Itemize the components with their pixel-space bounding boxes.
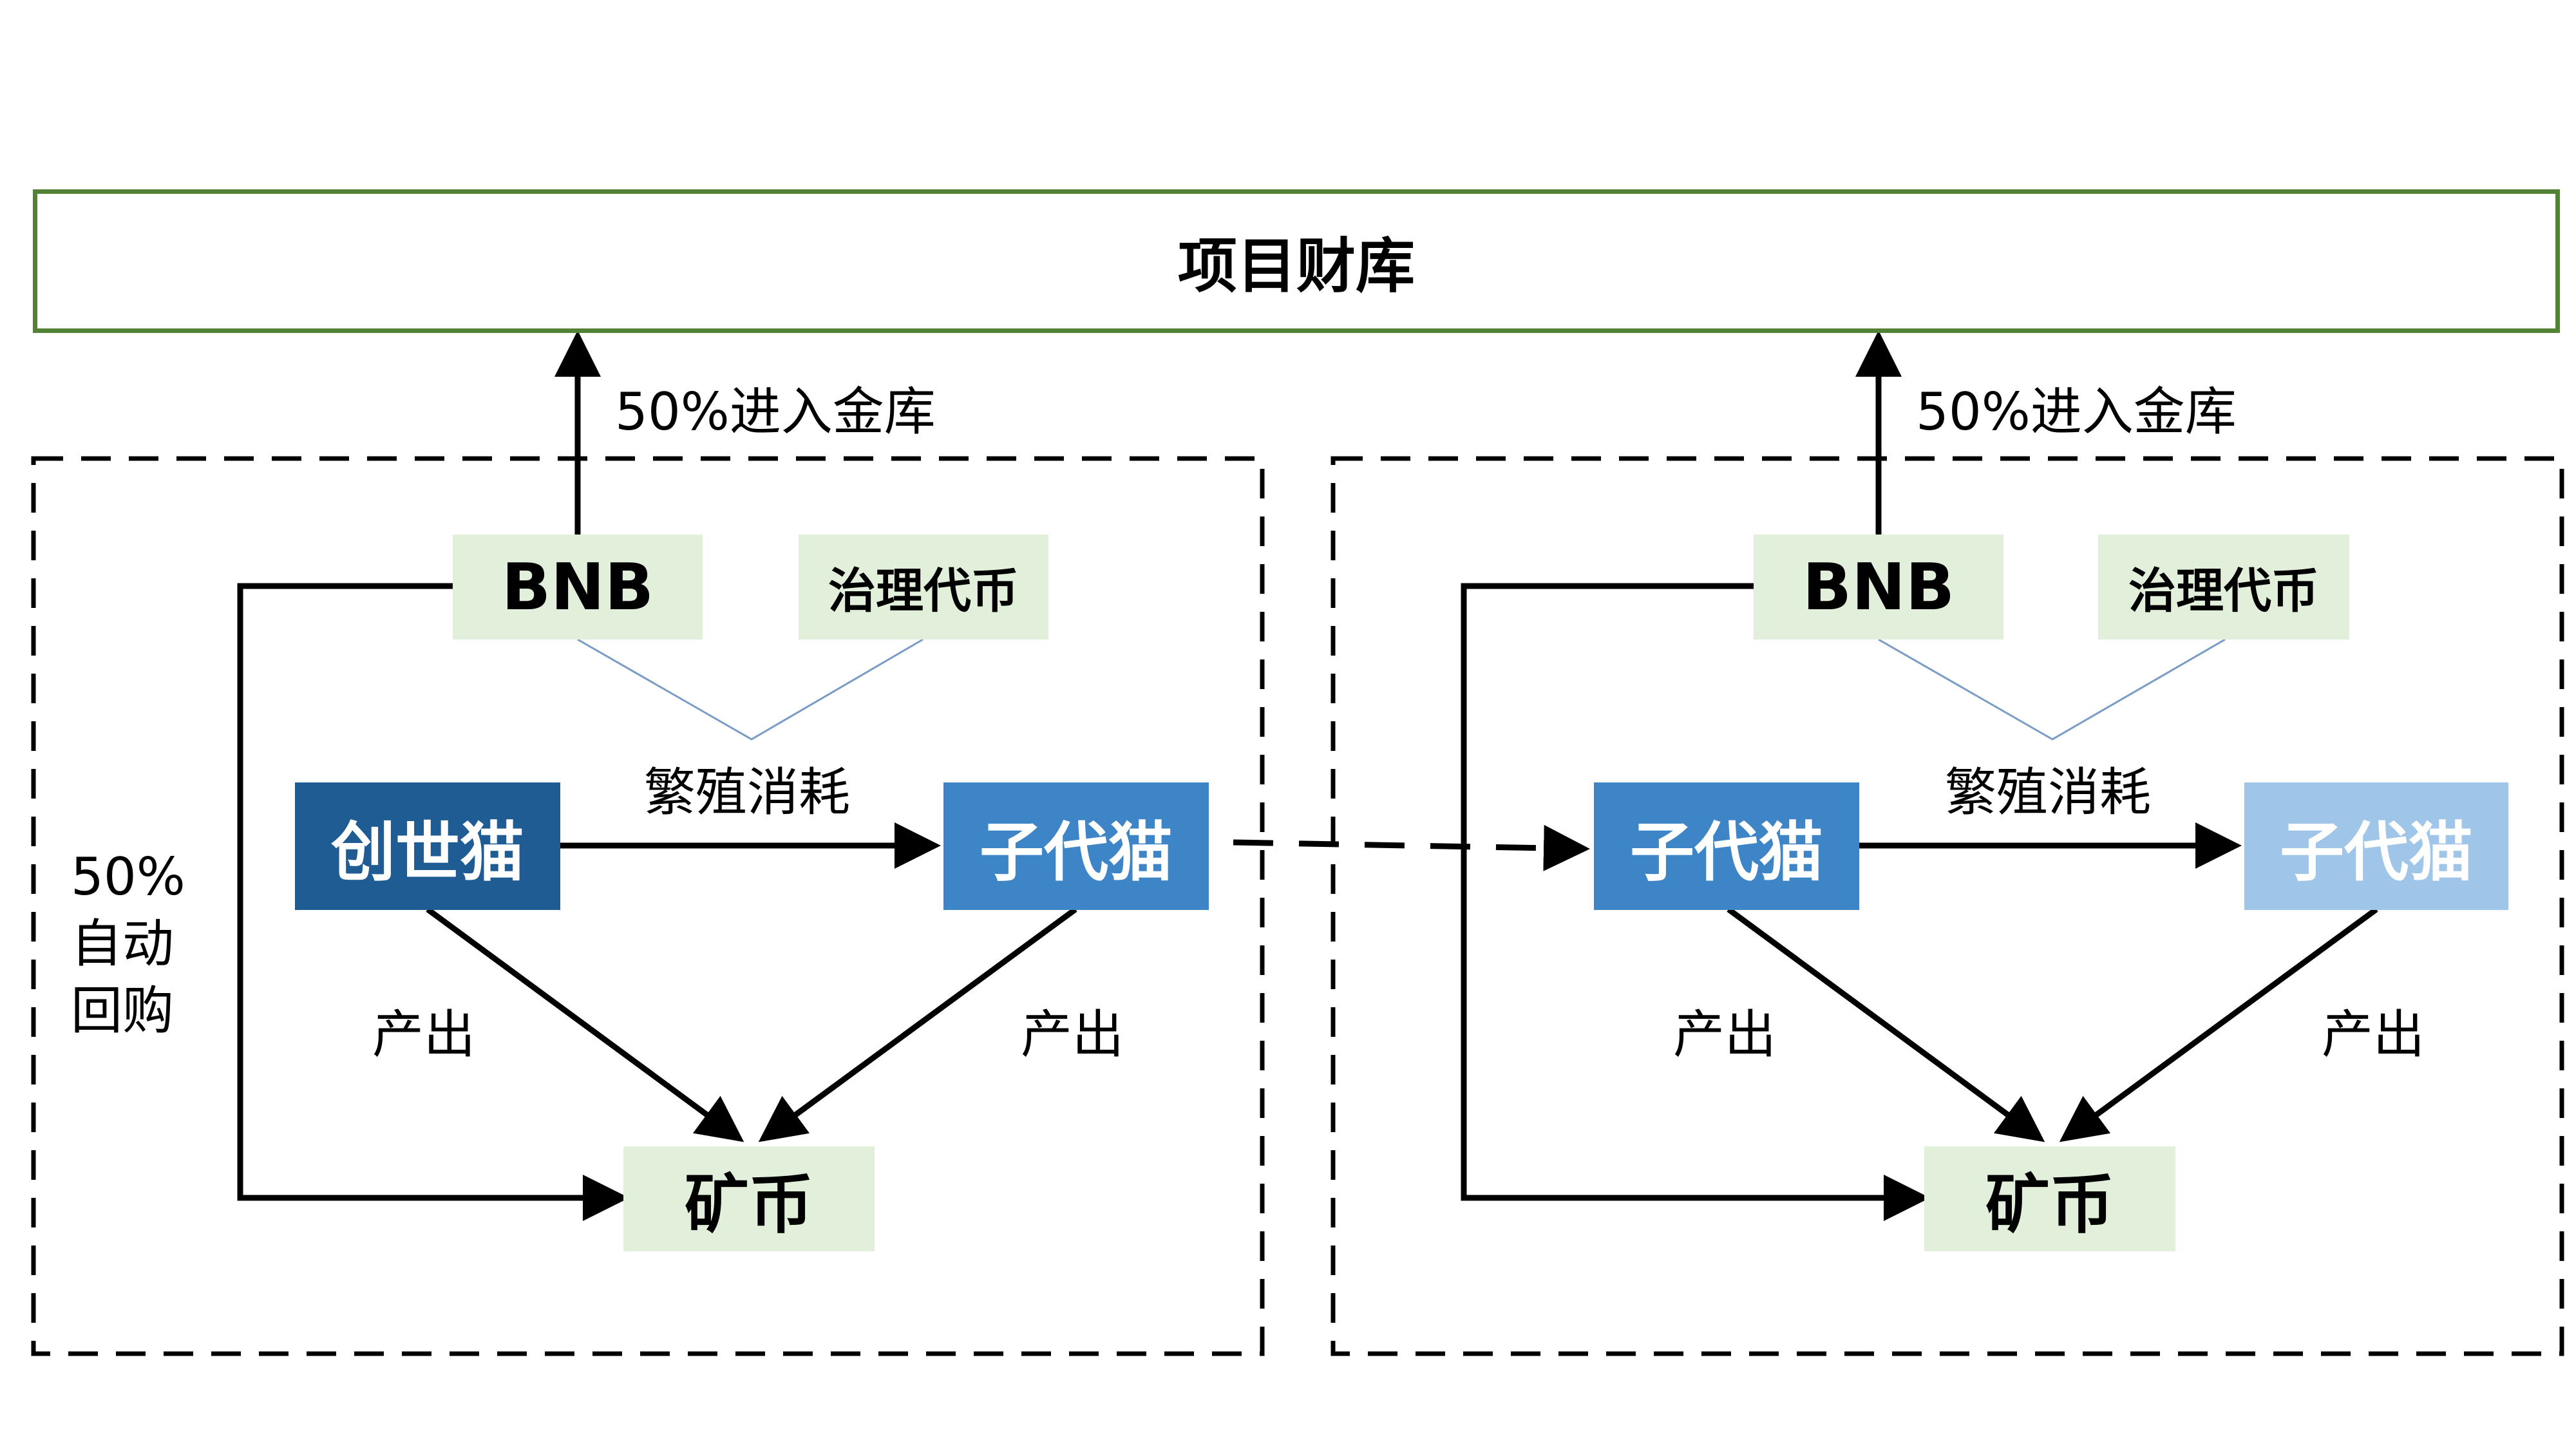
left-to-treasury-label: 50%进入金库 [615, 382, 936, 442]
right-child-cat-box: 子代猫 [1594, 782, 1859, 910]
right-mining-coin-label: 矿币 [1985, 1167, 2114, 1242]
left-buyback-line-3: 回购 [71, 981, 174, 1041]
right-governance-token-label: 治理代币 [2128, 564, 2319, 619]
left-bnb-box: BNB [453, 535, 703, 639]
cross-panel-arrow [1233, 824, 1590, 871]
left-child-cat-box: 子代猫 [943, 782, 1209, 910]
right-mining-coin-box: 矿币 [1924, 1146, 2175, 1251]
right-breeding-split [1878, 638, 2226, 741]
left-produce-label-2: 产出 [1021, 1005, 1124, 1065]
left-governance-token-label: 治理代币 [828, 564, 1019, 619]
project-treasury-title: 项目财库 [1177, 232, 1415, 301]
right-breeding-cost-label: 繁殖消耗 [1945, 762, 2151, 822]
left-mining-coin-label: 矿币 [685, 1167, 813, 1242]
right-produce-arrow-2 [2059, 907, 2378, 1142]
right-to-treasury-label: 50%进入金库 [1916, 382, 2237, 442]
right-child-cat-label: 子代猫 [1630, 814, 1823, 890]
left-buyback-line-1: 50% [71, 847, 185, 907]
right-grandchild-cat-box: 子代猫 [2244, 782, 2508, 910]
left-produce-arrow-1 [426, 907, 744, 1142]
project-treasury-box: 项目财库 [33, 189, 2560, 333]
left-panel-border [31, 456, 1265, 1356]
right-produce-arrow-1 [1727, 907, 2045, 1142]
right-panel-border [1331, 456, 2564, 1356]
right-grandchild-cat-label: 子代猫 [2280, 814, 2473, 890]
left-genesis-cat-box: 创世猫 [295, 782, 560, 910]
left-mining-coin-box: 矿币 [623, 1146, 875, 1251]
right-bnb-box: BNB [1754, 535, 2003, 639]
left-governance-token-box: 治理代币 [799, 535, 1048, 639]
left-genesis-cat-label: 创世猫 [331, 814, 524, 890]
right-buyback-arrow [1461, 583, 1930, 1221]
right-produce-label-2: 产出 [2322, 1005, 2425, 1065]
left-produce-arrow-2 [758, 907, 1077, 1142]
right-governance-token-box: 治理代币 [2098, 535, 2349, 639]
right-produce-label-1: 产出 [1673, 1005, 1776, 1065]
left-bnb-label: BNB [501, 549, 654, 625]
right-bnb-label: BNB [1802, 549, 1955, 625]
left-buyback-label: 50% 自动 回购 [71, 844, 185, 1045]
left-breeding-cost-label: 繁殖消耗 [644, 762, 850, 822]
left-breeding-split [577, 638, 923, 741]
left-child-cat-label: 子代猫 [980, 814, 1173, 890]
left-produce-label-1: 产出 [372, 1005, 475, 1065]
left-buyback-arrow [237, 583, 629, 1221]
left-buyback-line-2: 自动 [71, 914, 174, 974]
